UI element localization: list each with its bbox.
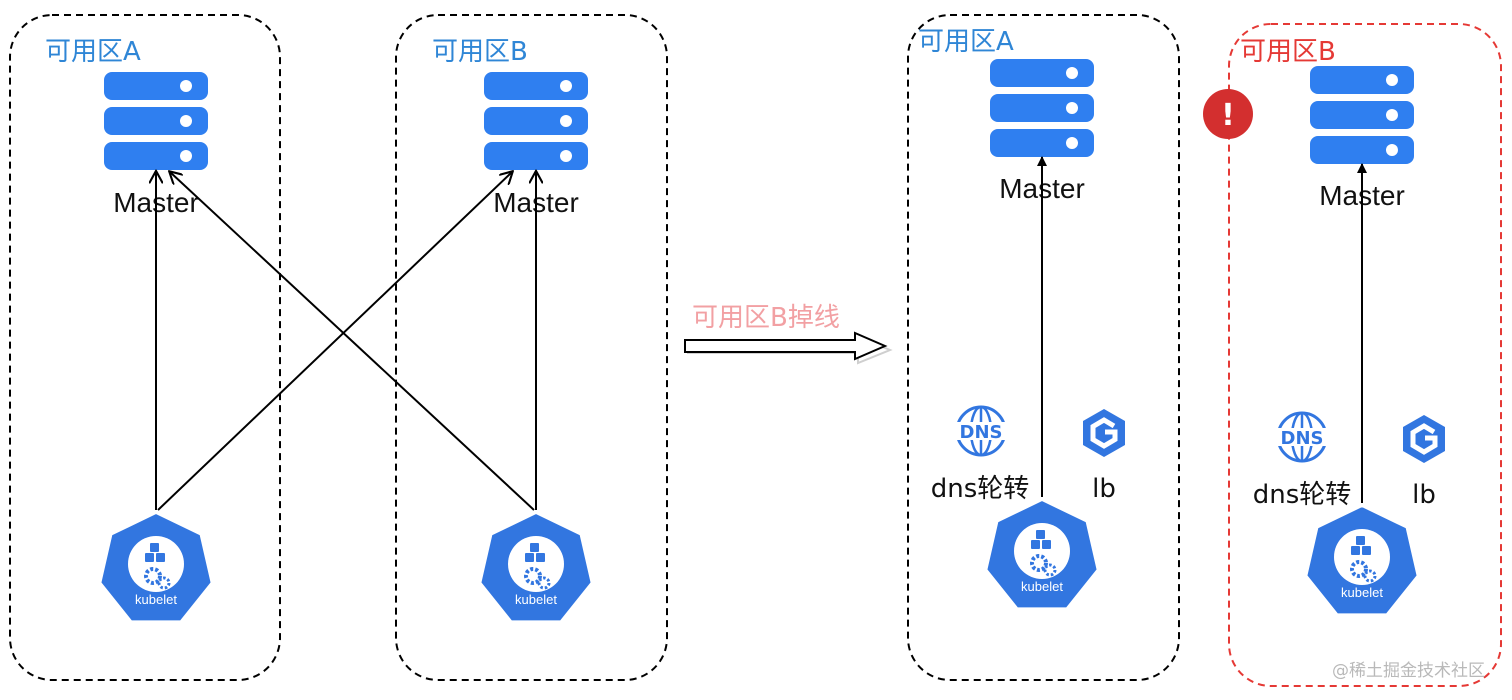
double-arrow-icon [684,331,893,365]
kubelet-icon: kubelet [99,511,213,623]
alert-icon: ! [1203,89,1253,139]
kubelet-label: kubelet [1021,579,1063,594]
kubelet-icon: kubelet [1305,504,1419,616]
after-zone-b: 可用区B ! Master DNS dns轮转 lb [1203,23,1502,687]
before-connections [156,172,536,511]
kubelet-label: kubelet [515,592,557,607]
lb-label: lb [1412,480,1436,510]
kubelet-label: kubelet [135,592,177,607]
before-zone-a: 可用区A Master kubelet [9,14,281,681]
zone-label: 可用区B [432,37,528,67]
zone-label: 可用区A [45,37,141,67]
dns-label: dns轮转 [931,474,1030,504]
zone-boundary-offline [1228,23,1502,687]
lb-icon [1403,415,1445,463]
zone-boundary [9,14,281,681]
dns-icon: DNS [953,405,1009,457]
svg-text:DNS: DNS [960,422,1003,443]
arrow-kubelet-b-to-master-a [170,172,535,511]
lb-label: lb [1092,474,1116,504]
zone-boundary [395,14,668,681]
dns-label: dns轮转 [1253,480,1352,510]
after-zone-a: 可用区A Master DNS dns轮转 lb [907,14,1180,681]
kubelet-icon: kubelet [985,498,1099,610]
master-server-icon [104,72,208,170]
kubelet-icon: kubelet [479,511,593,623]
watermark: @稀土掘金技术社区 [1332,661,1485,681]
transition-label: 可用区B掉线 [692,303,840,333]
svg-text:DNS: DNS [1281,428,1324,449]
kubelet-label: kubelet [1341,585,1383,600]
before-zone-b: 可用区B Master kubelet [395,14,668,681]
zone-boundary [907,14,1180,681]
alert-glyph: ! [1221,98,1235,133]
master-server-icon [990,59,1094,157]
dns-icon: DNS [1274,411,1330,463]
zone-label: 可用区A [918,27,1014,57]
master-server-icon [484,72,588,170]
transition: 可用区B掉线 [684,303,893,365]
master-server-icon [1310,66,1414,164]
lb-icon [1083,409,1125,457]
arrow-kubelet-a-to-master-b [157,172,512,511]
zone-label: 可用区B [1240,37,1336,67]
